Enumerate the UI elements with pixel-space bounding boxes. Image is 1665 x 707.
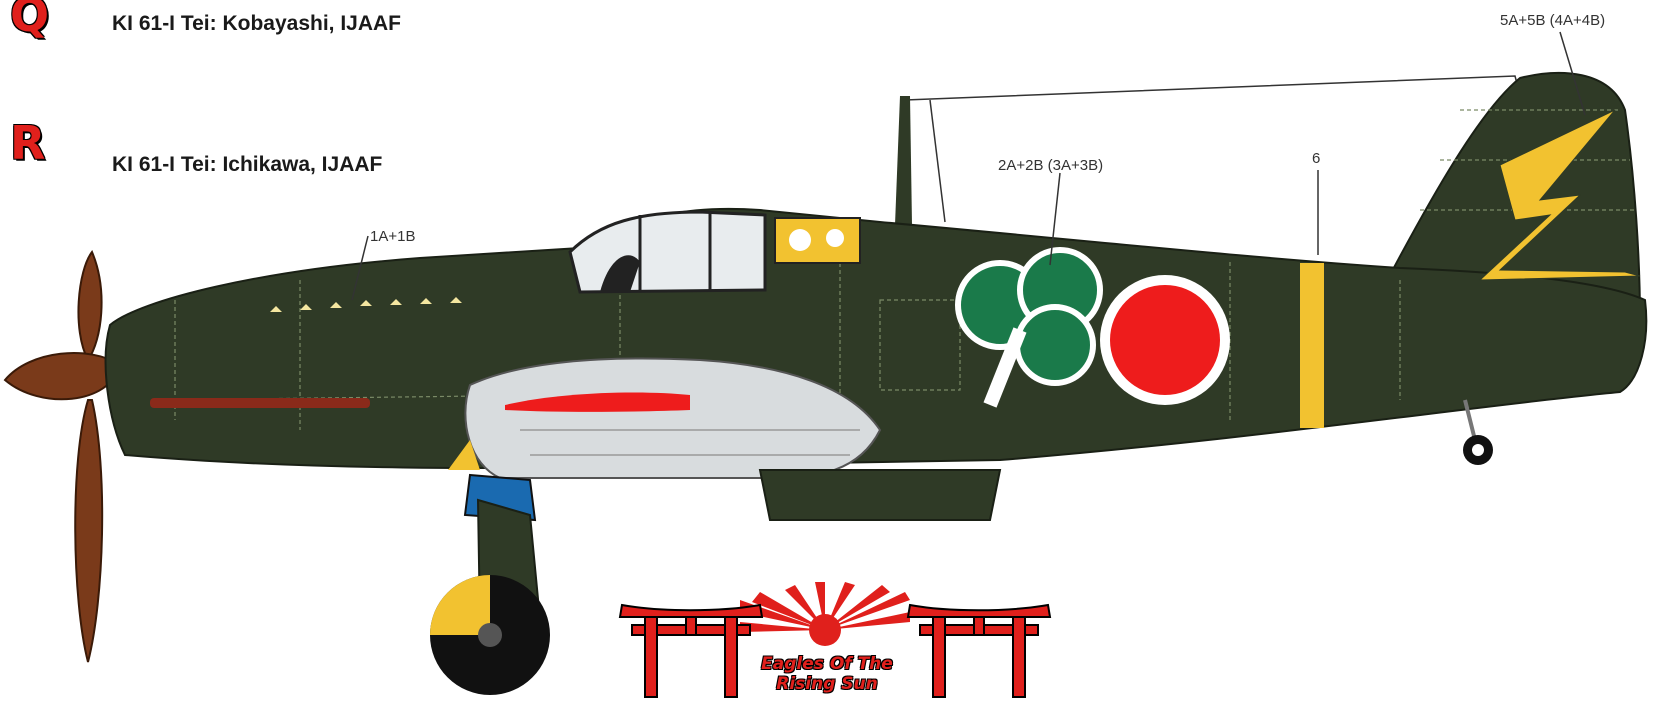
nose-callout-leader bbox=[351, 235, 369, 301]
rising-sun-logo bbox=[618, 582, 1052, 698]
logo-text-line2: Rising Sun bbox=[776, 674, 878, 694]
callout-tail: 5A+5B (4A+4B) bbox=[1500, 12, 1606, 29]
rear-panel bbox=[774, 217, 861, 264]
callout-nose-markings: 1A+1B bbox=[370, 228, 416, 245]
hinomaru-roundel bbox=[1100, 275, 1230, 405]
tail-wheel bbox=[1463, 399, 1493, 465]
rising-sun-rays-icon bbox=[740, 582, 910, 646]
logo-text: Eagles Of The Rising Sun bbox=[722, 654, 932, 694]
clover-emblem bbox=[955, 247, 1103, 408]
profile-r-caption: KI 61-I Tei: Ichikawa, IJAAF bbox=[112, 153, 383, 176]
fuselage-band bbox=[1300, 263, 1324, 428]
kill-markings bbox=[270, 297, 462, 312]
torii-gate-right-icon bbox=[906, 603, 1052, 698]
tail-callout-leader bbox=[1559, 31, 1586, 116]
profile-q-caption: KI 61-I Tei: Kobayashi, IJAAF bbox=[112, 12, 402, 35]
clover-callout-leader bbox=[1049, 172, 1061, 266]
antenna-wire bbox=[904, 75, 1521, 223]
callout-band: 6 bbox=[1312, 150, 1321, 167]
tail-emblem bbox=[1478, 109, 1641, 281]
exhaust-stack bbox=[150, 398, 370, 408]
wing bbox=[464, 357, 882, 480]
main-landing-gear bbox=[430, 440, 550, 695]
canopy bbox=[568, 210, 767, 294]
logo-text-line1: Eagles Of The bbox=[761, 654, 893, 674]
propeller bbox=[3, 250, 122, 663]
radiator-scoop bbox=[758, 469, 1002, 521]
profile-r-letter: R bbox=[10, 116, 46, 170]
profile-q-letter: Q bbox=[10, 0, 50, 42]
torii-gate-left-icon bbox=[618, 603, 764, 698]
callout-fuselage-insignia: 2A+2B (3A+3B) bbox=[998, 157, 1104, 174]
antenna-mast bbox=[895, 96, 912, 225]
